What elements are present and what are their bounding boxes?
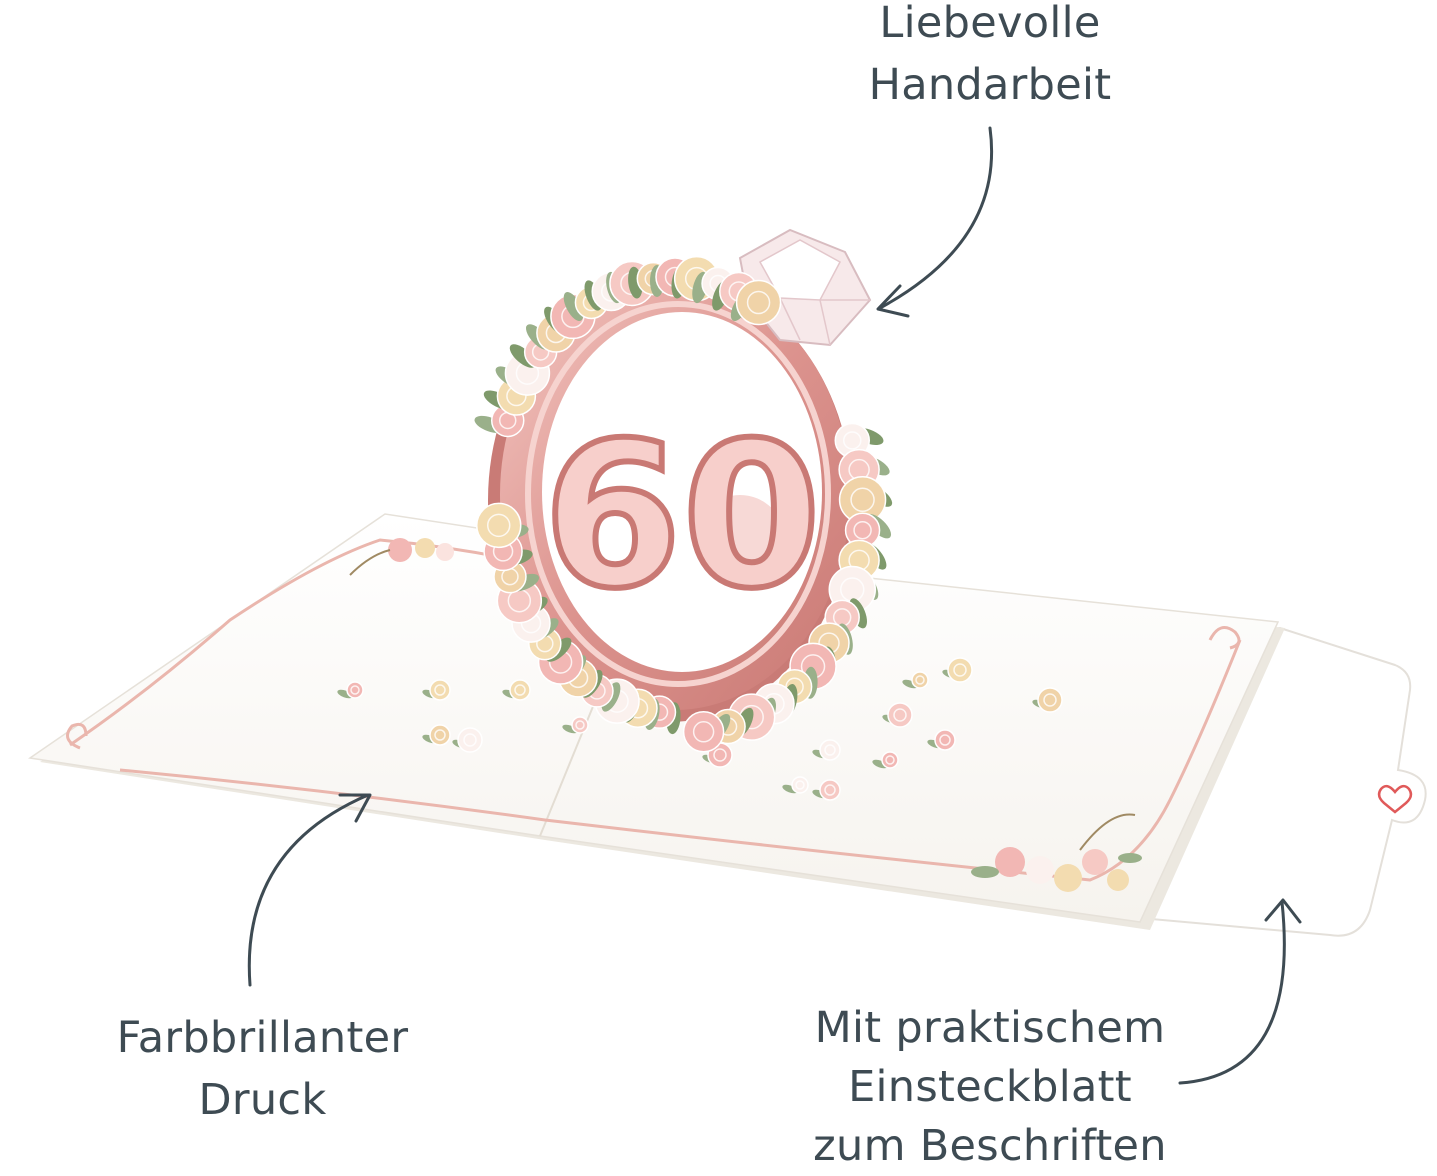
arrow-einsteckblatt-icon [1178, 898, 1302, 1085]
callout-einsteckblatt-line1: Mit praktischem [814, 1003, 1166, 1053]
flower-wreath [474, 255, 893, 753]
callout-druck-line2: Druck [198, 1075, 327, 1125]
callout-handarbeit: Liebevolle Handarbeit [790, 0, 1190, 116]
callout-handarbeit-line1: Liebevolle [879, 0, 1101, 48]
callout-druck: Farbbrillanter Druck [60, 1007, 465, 1131]
heart-icon [1377, 784, 1413, 814]
corner-bouquet-bottom [971, 813, 1142, 892]
arrow-handarbeit-icon [876, 126, 994, 318]
callout-handarbeit-line2: Handarbeit [868, 60, 1112, 110]
callout-einsteckblatt-line3: zum Beschriften [813, 1121, 1167, 1171]
popup-ring [488, 278, 852, 722]
anniversary-number: 60 [543, 400, 821, 633]
corner-bouquet-top [349, 538, 454, 576]
callout-druck-line1: Farbbrillanter [116, 1013, 409, 1063]
callout-einsteckblatt: Mit praktischem Einsteckblatt zum Beschr… [770, 999, 1210, 1176]
callout-einsteckblatt-line2: Einsteckblatt [848, 1062, 1132, 1112]
arrow-druck-icon [247, 793, 372, 987]
